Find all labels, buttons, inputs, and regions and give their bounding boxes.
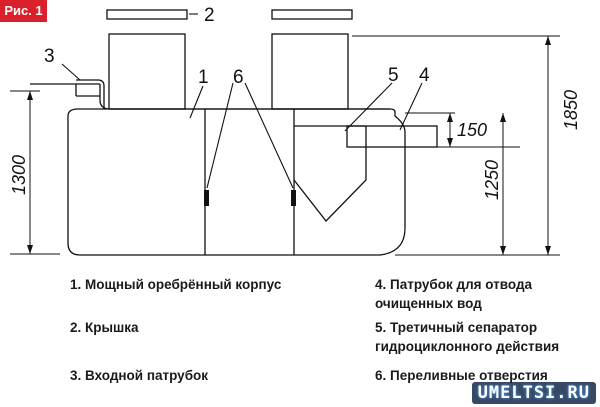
label-2: 2: [204, 5, 215, 26]
cover-left: [106, 9, 188, 20]
dim-1250: 1250: [482, 160, 502, 200]
overflow-hole-left: [204, 190, 209, 206]
separator: [293, 125, 367, 222]
site-watermark: UMELTSI.RU: [471, 382, 596, 404]
outlet-pipe: [346, 125, 438, 148]
label-4: 4: [419, 65, 430, 86]
figure-badge: Рис. 1: [0, 0, 47, 22]
label-5: 5: [388, 65, 399, 86]
legend-item-1: 1. Мощный оребрённый корпус: [70, 277, 282, 292]
dim-1850: 1850: [561, 90, 581, 130]
legend-item-3: 3. Входной патрубок: [70, 368, 209, 383]
label-1: 1: [198, 67, 209, 88]
inlet-pipe: [30, 83, 100, 97]
dim-1300: 1300: [9, 155, 29, 195]
neck-right: [271, 33, 349, 110]
legend-item-2: 2. Крышка: [70, 320, 139, 335]
legend-item-5: 5. Третичный сепаратор гидроциклонного д…: [375, 320, 560, 354]
label-3: 3: [44, 46, 55, 67]
label-6: 6: [233, 67, 244, 88]
legend-item-4: 4. Патрубок для отвода очищенных вод: [375, 277, 533, 311]
cover-right: [271, 9, 353, 20]
neck-left: [108, 33, 186, 110]
dim-150: 150: [457, 120, 487, 140]
inlet-elbow: [76, 79, 105, 108]
legend-item-6: 6. Переливные отверстия: [375, 368, 548, 383]
overflow-hole-right: [291, 190, 296, 206]
